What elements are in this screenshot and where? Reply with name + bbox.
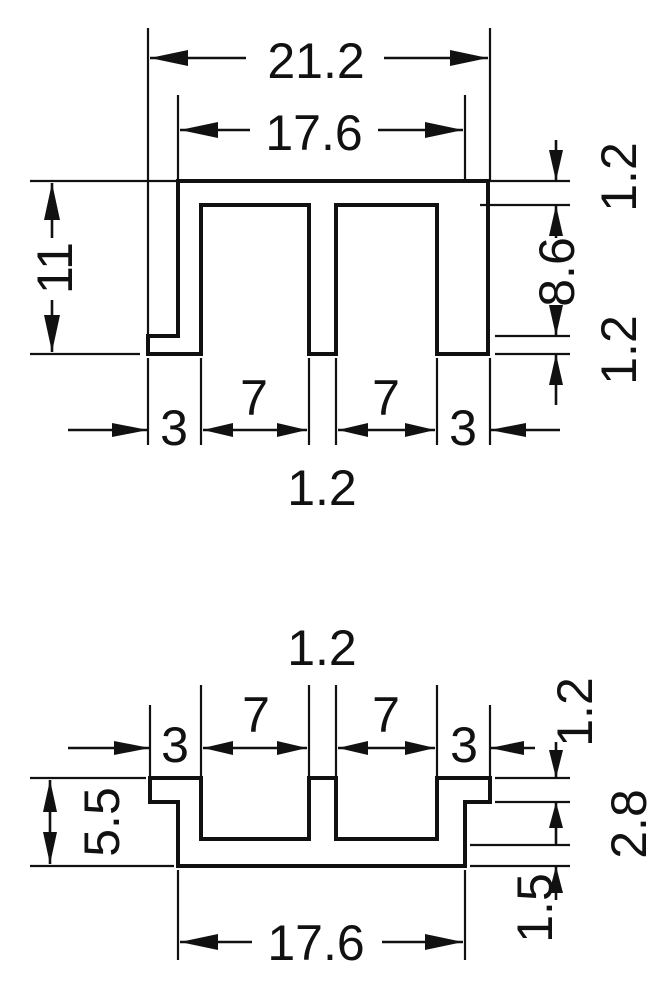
upper-flange-left-label: 3 [160,400,188,456]
upper-height-dimension: 11 [27,183,83,352]
upper-profile: 21.2 17.6 11 1.2 [27,28,647,516]
lower-extension-lines [30,685,570,960]
upper-top-thickness-label: 1.2 [591,142,647,212]
upper-center-wall-label: 1.2 [287,460,357,516]
upper-channel-left-label: 7 [240,370,268,426]
upper-inner-depth-label: 8.6 [529,237,585,307]
upper-height-label: 11 [27,242,83,294]
lower-flange-right-label: 3 [450,717,478,773]
lower-channel-left-label: 7 [242,687,270,743]
lower-base-thickness-label: 1.5 [507,873,563,943]
upper-extension-lines [30,28,570,445]
lower-bottom-width-label: 17.6 [267,915,364,971]
lower-top-thickness-label: 1.2 [547,677,603,747]
upper-profile-outline [146,179,490,356]
lower-profile-outline [148,776,492,868]
upper-inner-width-label: 17.6 [265,105,362,161]
lower-channel-right-label: 7 [372,687,400,743]
lower-top-chain-dimension: 3 7 7 3 [68,687,535,773]
lower-profile: 1.2 3 7 7 3 5.5 [30,620,657,971]
upper-right-dimensions: 1.2 8.6 1.2 [529,140,647,405]
lower-bottom-width-dimension: 17.6 [180,915,463,971]
lower-right-dimensions: 1.2 2.8 1.5 [507,677,657,943]
lower-height-dimension: 5.5 [43,780,130,864]
upper-overall-width-dimension: 21.2 [150,33,488,89]
upper-overall-width-label: 21.2 [267,33,364,89]
lower-height-label: 5.5 [74,787,130,857]
upper-flange-right-label: 3 [449,400,477,456]
lower-flange-left-label: 3 [161,717,189,773]
lower-channel-depth-label: 2.8 [601,789,657,859]
upper-bottom-chain-dimension: 3 7 7 3 1.2 [68,370,560,516]
lower-center-wall-label: 1.2 [287,620,357,676]
upper-flange-thickness-label: 1.2 [591,315,647,385]
upper-channel-right-label: 7 [372,370,400,426]
upper-inner-width-dimension: 17.6 [180,105,463,161]
